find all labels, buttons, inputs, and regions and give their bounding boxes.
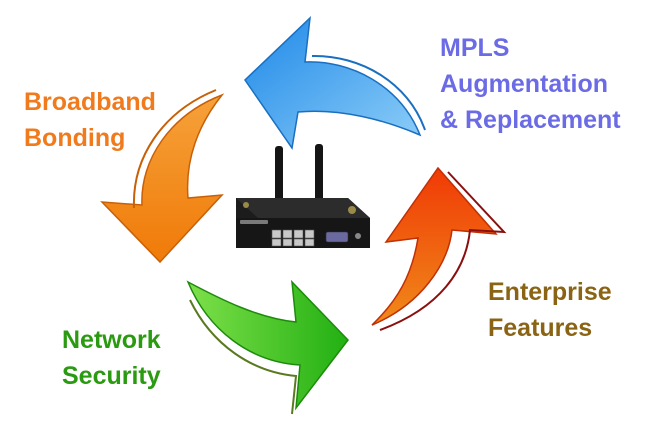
label-security-line-1: Network (62, 326, 161, 354)
label-network-security: Network Security (62, 322, 161, 394)
device-logo (240, 220, 268, 224)
router-device (236, 144, 370, 248)
label-enterprise-line-1: Enterprise (488, 278, 612, 306)
antenna-right (315, 144, 323, 208)
arrow-top-blue (244, 16, 426, 150)
label-broadband-line-2: Bonding (24, 124, 126, 152)
arrow-right-red (371, 166, 507, 331)
arrow-left-orange (100, 89, 225, 264)
label-mpls-line-2: Augmentation (440, 70, 609, 98)
antenna-left (275, 146, 283, 208)
arrow-bottom-green (186, 279, 349, 415)
label-mpls-line-3: & Replacement (440, 106, 621, 134)
serial-port (325, 231, 349, 243)
label-broadband-line-1: Broadband (24, 88, 156, 116)
label-security-line-2: Security (62, 362, 161, 390)
ethernet-ports (271, 229, 315, 247)
label-mpls-line-1: MPLS (440, 34, 510, 62)
label-enterprise-line-2: Features (488, 314, 593, 342)
label-mpls-augmentation: MPLS Augmentation & Replacement (440, 30, 621, 138)
label-enterprise-features: Enterprise Features (488, 274, 612, 346)
label-broadband-bonding: Broadband Bonding (24, 84, 156, 156)
